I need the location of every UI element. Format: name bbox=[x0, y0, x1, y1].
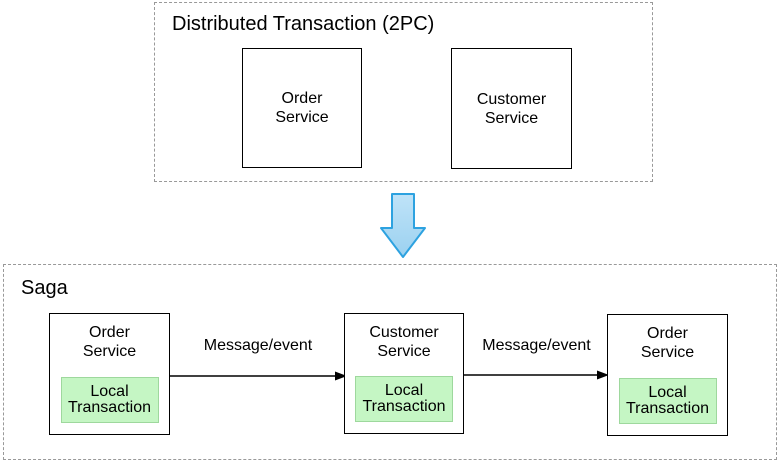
node-order-service-saga-2: Order Service Local Transaction bbox=[607, 314, 728, 436]
down-arrow-icon bbox=[380, 193, 426, 258]
local-transaction-box: Local Transaction bbox=[618, 378, 717, 424]
node-label: Order Service bbox=[275, 90, 329, 126]
local-transaction-label: Local Transaction bbox=[362, 382, 446, 415]
local-transaction-label: Local Transaction bbox=[626, 384, 709, 417]
node-order-service-2pc: Order Service bbox=[242, 48, 362, 168]
group-2pc-title: Distributed Transaction (2PC) bbox=[172, 13, 435, 35]
message-arrow-2-icon bbox=[464, 370, 609, 380]
node-customer-service-saga: Customer Service Local Transaction bbox=[344, 313, 464, 434]
node-label: Customer Service bbox=[369, 324, 439, 360]
local-transaction-box: Local Transaction bbox=[60, 377, 159, 423]
node-label: Customer Service bbox=[476, 90, 547, 127]
node-label: Order Service bbox=[82, 324, 137, 360]
group-saga-title: Saga bbox=[21, 277, 68, 299]
group-distributed-transaction-2pc: Distributed Transaction (2PC) Order Serv… bbox=[154, 2, 653, 182]
local-transaction-label: Local Transaction bbox=[68, 383, 151, 416]
node-label: Order Service bbox=[640, 325, 695, 361]
local-transaction-box: Local Transaction bbox=[355, 376, 453, 422]
message-event-label-2: Message/event bbox=[482, 337, 591, 354]
message-arrow-1-icon bbox=[169, 371, 347, 381]
node-customer-service-2pc: Customer Service bbox=[451, 48, 572, 169]
node-order-service-saga-1: Order Service Local Transaction bbox=[49, 313, 170, 435]
group-saga: Saga Order Service Local Transaction Mes… bbox=[3, 264, 777, 460]
message-event-label-1: Message/event bbox=[203, 337, 313, 354]
